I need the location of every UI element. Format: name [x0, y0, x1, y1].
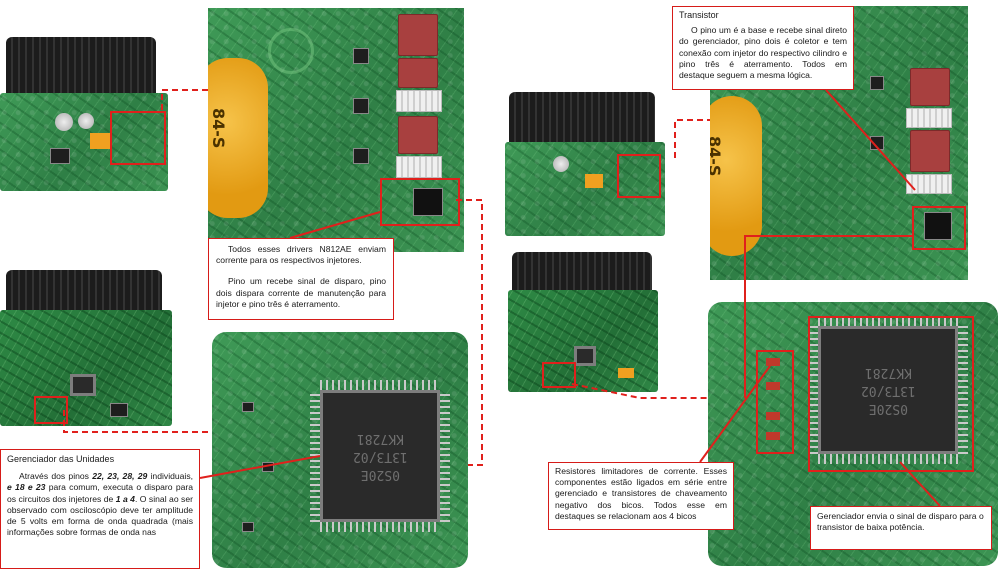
- callout-drivers-text-2: Pino um recebe sinal de disparo, pino do…: [216, 276, 386, 309]
- ic-gerenciador-right: 0S20E 13T3/02 KK7281: [818, 326, 958, 454]
- callout-drivers-text-1: Todos esses drivers N812AE enviam corren…: [216, 244, 386, 266]
- callout-drivers: Todos esses drivers N812AE enviam corren…: [208, 238, 394, 320]
- gerenciador-pins-1: 22, 23, 28, 29: [92, 471, 148, 482]
- callout-resistores: Resistores limitadores de corrente. Esse…: [548, 462, 734, 530]
- highlight-box-transistor-zoom: [912, 206, 966, 250]
- pointer-gerenciador: [199, 455, 321, 479]
- gerenciador-pins-2: e 18 e 23: [7, 482, 46, 493]
- gerenciador-lead: Através dos pinos: [19, 471, 89, 482]
- callout-transistor-text: O pino um é a base e recebe sinal direto…: [679, 25, 847, 81]
- callout-baixa-potencia-text: Gerenciador envia o sinal de disparo par…: [817, 511, 984, 533]
- callout-transistor: Transistor O pino um é a base e recebe s…: [672, 6, 854, 90]
- line-transistor-resistor: [744, 235, 912, 398]
- pointer-baixa-potencia: [899, 461, 941, 507]
- ecu-photo-top-left: [0, 33, 168, 191]
- gerenciador-mid-1: individuais,: [150, 471, 194, 482]
- highlight-box-resistors-zoom: [756, 350, 794, 454]
- callout-gerenciador: Gerenciador das Unidades Através dos pin…: [0, 449, 200, 569]
- callout-resistores-text: Resistores limitadores de corrente. Esse…: [555, 466, 727, 521]
- gerenciador-mid-2: para comum, executa o disparo para os ci…: [7, 482, 194, 504]
- dashed-line-transistor: [674, 119, 710, 158]
- highlight-box-driver-zoom: [380, 178, 460, 226]
- pointer-resistores: [699, 365, 771, 463]
- dashed-line-drivers: [161, 89, 208, 110]
- dashed-line-ic: [63, 410, 212, 433]
- highlight-box-drivers-small: [110, 111, 166, 165]
- highlight-box-transistor-small: [617, 154, 661, 198]
- ic-gerenciador-left: 0S20E 13T3/02 KK7281: [320, 390, 440, 522]
- ecu-photo-bottom-left: [0, 268, 172, 426]
- pointer-transistor: [825, 89, 916, 191]
- dashed-line-driver-ic: [456, 199, 483, 466]
- dashed-line-resistor: [571, 383, 708, 399]
- callout-gerenciador-title: Gerenciador das Unidades: [7, 454, 115, 464]
- gerenciador-tail: . O sinal ao ser observado com osciloscó…: [7, 493, 193, 538]
- highlight-box-ic-zoom: [808, 316, 974, 472]
- pointer-drivers: [289, 211, 381, 239]
- pcb-drivers-zoom-left: 84-S uF(Q COS: [208, 8, 464, 252]
- callout-baixa-potencia: Gerenciador envia o sinal de disparo par…: [810, 506, 992, 550]
- ecu-photo-top-right: [505, 90, 665, 236]
- callout-transistor-title: Transistor: [679, 10, 719, 20]
- pcb-transistor-zoom-right: 84-S uF(Q COS: [710, 6, 968, 280]
- ecu-photo-bottom-right: [508, 250, 658, 392]
- highlight-box-ic-small: [34, 396, 68, 424]
- gerenciador-range: 1 a 4: [115, 493, 135, 504]
- highlight-box-resistor-small: [542, 362, 576, 388]
- callout-gerenciador-text: Através dos pinos 22, 23, 28, 29 individ…: [7, 471, 193, 538]
- pcb-ic-zoom-left: 0S20E 13T3/02 KK7281: [212, 332, 468, 568]
